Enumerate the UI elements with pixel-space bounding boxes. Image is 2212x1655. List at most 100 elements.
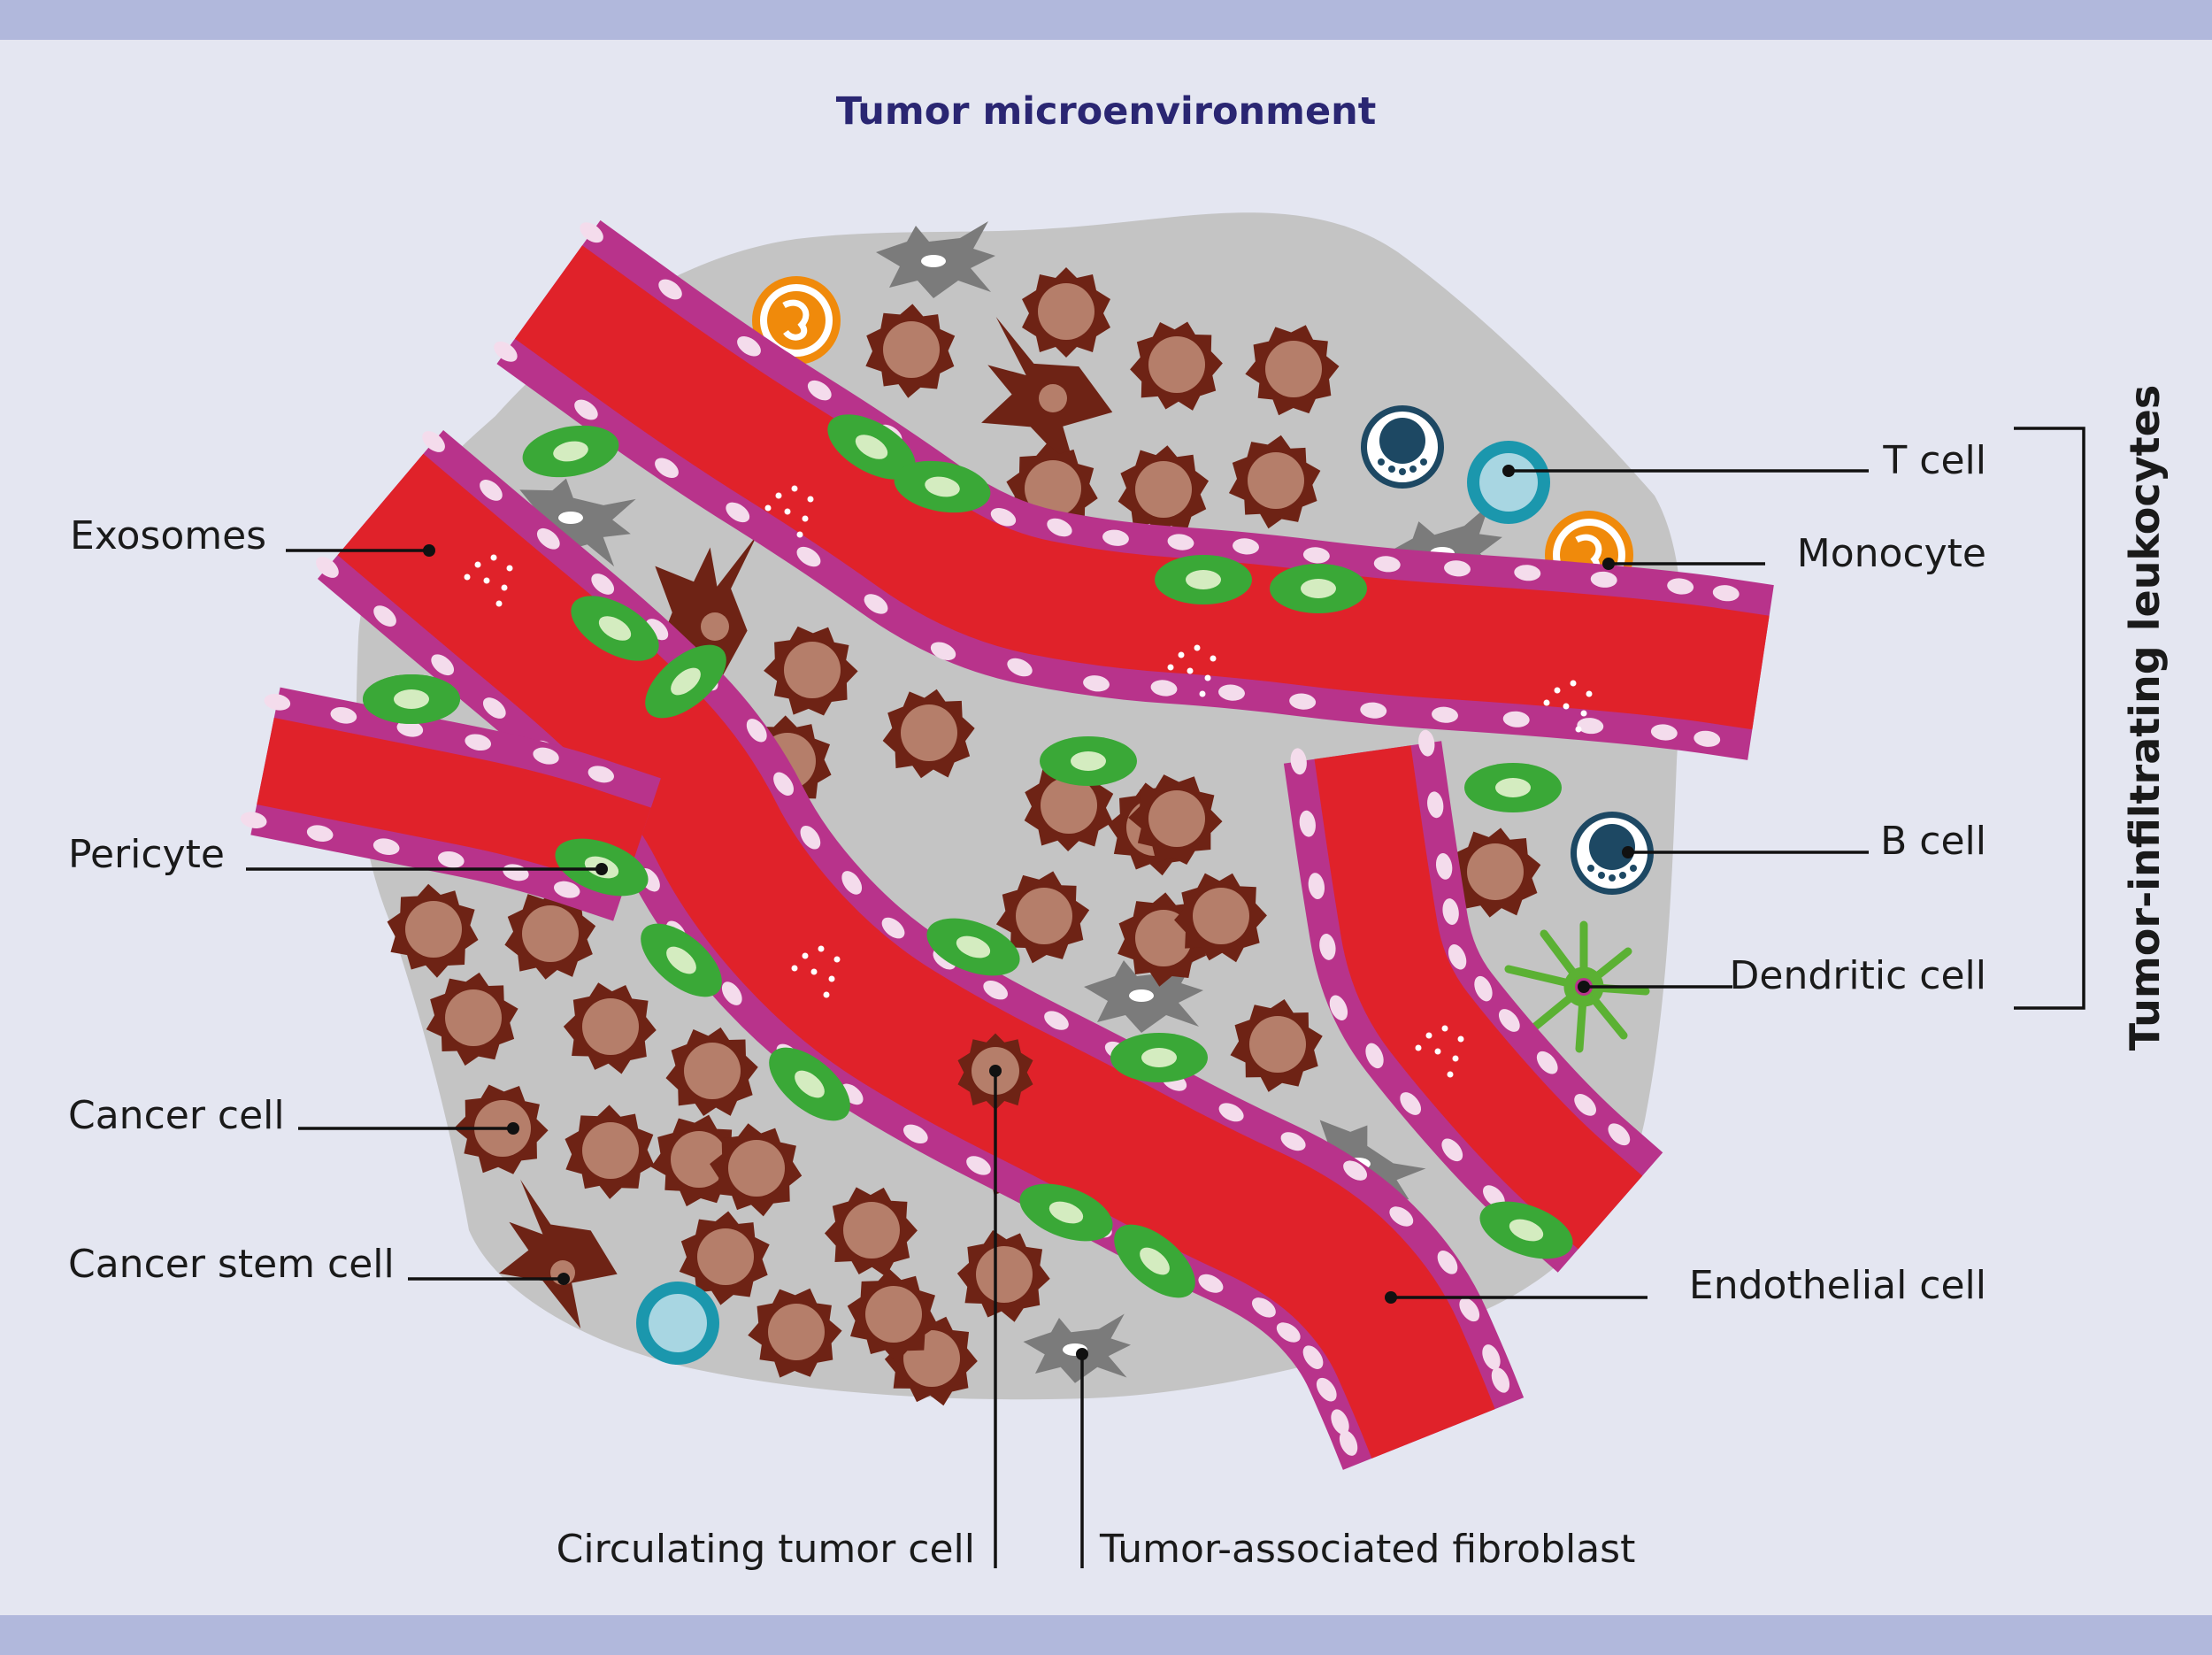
exosome bbox=[828, 975, 835, 982]
exosome bbox=[1199, 690, 1206, 697]
endothelial-cell bbox=[1441, 1138, 1463, 1162]
endothelial-cell bbox=[1498, 1009, 1520, 1032]
pericyte bbox=[769, 1047, 850, 1121]
exosome bbox=[784, 508, 791, 515]
cancer-cell bbox=[659, 1019, 764, 1125]
cancer-cell bbox=[1122, 311, 1231, 420]
exosome bbox=[791, 965, 798, 972]
exosome bbox=[1543, 699, 1550, 706]
exosome bbox=[818, 945, 825, 952]
endothelial-cell bbox=[316, 557, 339, 578]
exosome bbox=[1204, 674, 1211, 681]
cancer-cell bbox=[1100, 875, 1226, 1002]
label-cancer-cell: Cancer cell bbox=[68, 1093, 285, 1138]
top-band bbox=[0, 0, 2212, 40]
cancer-cell bbox=[749, 608, 874, 733]
endothelial-cell bbox=[807, 380, 832, 401]
exosome bbox=[495, 600, 503, 607]
pericyte bbox=[1114, 1224, 1195, 1298]
endothelial-cell bbox=[1167, 534, 1194, 550]
cancer-cell bbox=[877, 681, 980, 786]
blood-vessel bbox=[240, 687, 661, 921]
endothelial-cell bbox=[1302, 1345, 1324, 1369]
endothelial-cell bbox=[658, 279, 682, 300]
endothelial-cell bbox=[1432, 706, 1458, 723]
endothelial-cell bbox=[1299, 810, 1316, 837]
label-b-cell: B cell bbox=[1880, 819, 1986, 864]
endothelial-cell bbox=[1427, 791, 1444, 819]
endothelial-cell bbox=[721, 981, 742, 1005]
endothelial-cell bbox=[966, 1156, 991, 1175]
pericyte bbox=[1270, 564, 1367, 613]
endothelial-cell bbox=[1491, 1367, 1510, 1393]
endothelial-cell bbox=[1233, 538, 1259, 555]
pericyte bbox=[522, 425, 619, 478]
cancer-cell bbox=[946, 1217, 1062, 1334]
cancer-cell bbox=[501, 885, 599, 984]
exosome bbox=[501, 584, 508, 591]
endothelial-cell bbox=[373, 838, 400, 855]
cancer-cell bbox=[1022, 267, 1110, 358]
exosome bbox=[1586, 690, 1593, 697]
endothelial-cell bbox=[1308, 873, 1325, 899]
endothelial-cell bbox=[1083, 675, 1110, 692]
cancer-cell bbox=[662, 1194, 788, 1320]
exosome bbox=[1167, 664, 1174, 671]
exosome bbox=[1570, 680, 1577, 687]
endothelial-cell bbox=[841, 871, 863, 895]
endothelial-cell bbox=[431, 654, 455, 676]
b-cell bbox=[1361, 405, 1444, 489]
pericyte bbox=[1479, 1201, 1573, 1259]
cancer-cell bbox=[992, 428, 1113, 550]
endothelial-cell bbox=[574, 399, 598, 420]
endothelial-cell bbox=[240, 812, 267, 828]
endothelial-cell bbox=[536, 527, 560, 550]
endothelial-cell bbox=[983, 980, 1008, 1000]
pericyte bbox=[1464, 763, 1562, 812]
endothelial-cell bbox=[437, 851, 465, 868]
exosome bbox=[791, 485, 798, 492]
endothelial-cell bbox=[1483, 1185, 1505, 1207]
endothelial-cell bbox=[1694, 730, 1721, 747]
cancer-cell bbox=[409, 955, 536, 1082]
endothelial-cell bbox=[1280, 1132, 1306, 1151]
cancer-cell bbox=[832, 1253, 955, 1377]
exosome bbox=[775, 492, 782, 499]
exosome bbox=[506, 565, 513, 572]
endothelial-cell bbox=[1482, 1344, 1501, 1370]
endothelial-cell bbox=[554, 881, 580, 898]
cancer-cell bbox=[373, 869, 494, 991]
endothelial-cell bbox=[1150, 680, 1178, 697]
endothelial-cell bbox=[930, 642, 956, 660]
endothelial-cell bbox=[1343, 1160, 1368, 1181]
cancer-cell bbox=[1114, 758, 1238, 881]
endothelial-cell bbox=[1448, 944, 1467, 970]
leader-lines bbox=[246, 427, 2085, 1568]
exosome bbox=[464, 573, 471, 581]
endothelial-cell bbox=[533, 747, 559, 765]
cancer-cell bbox=[1213, 981, 1340, 1109]
endothelial-cell bbox=[1290, 748, 1307, 775]
exosome bbox=[807, 496, 814, 503]
cancer-cell bbox=[1024, 760, 1114, 852]
exosome bbox=[764, 504, 772, 512]
endothelial-cell bbox=[588, 766, 614, 783]
endothelial-cell bbox=[1360, 702, 1387, 719]
pericyte bbox=[571, 596, 659, 661]
exosome bbox=[810, 968, 818, 975]
cancer-cell bbox=[634, 1097, 762, 1223]
cancer-cell bbox=[1212, 418, 1339, 545]
endothelial-cell bbox=[1400, 1092, 1422, 1115]
cancer-cell bbox=[1446, 822, 1545, 923]
pericyte bbox=[641, 923, 722, 997]
exosome bbox=[823, 991, 830, 998]
exosome bbox=[1447, 1071, 1454, 1078]
endothelial-cell bbox=[1373, 556, 1401, 573]
exosome bbox=[1575, 726, 1582, 733]
endothelial-cell bbox=[1198, 1274, 1224, 1293]
exosome bbox=[802, 952, 809, 959]
endothelial-cell bbox=[373, 605, 396, 627]
exosome bbox=[1178, 651, 1185, 658]
